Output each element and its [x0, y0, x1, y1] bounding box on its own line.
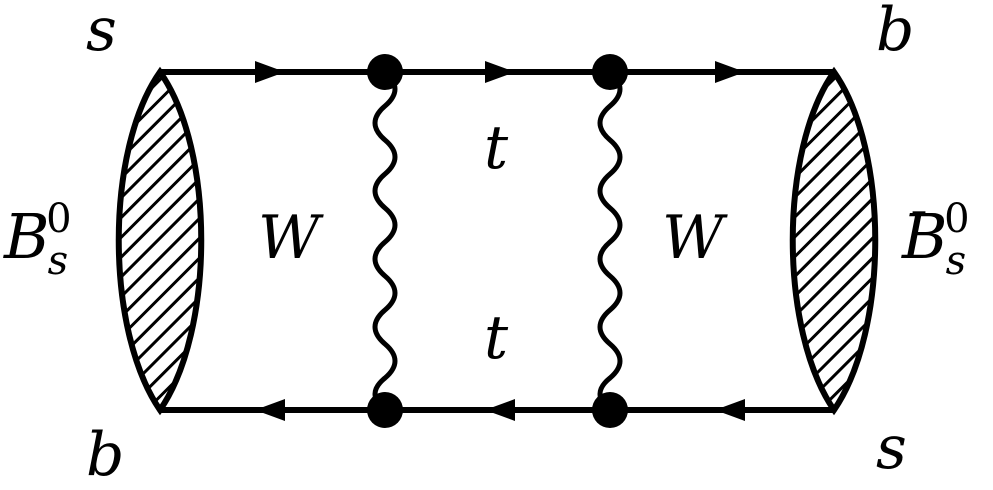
- vertex-bottom-right: [592, 392, 628, 428]
- quark-label-top-right: b: [876, 0, 915, 65]
- quark-label-bottom-right: s: [876, 413, 907, 483]
- meson-label-right: ¯Bs0: [902, 199, 993, 281]
- arrow-bottom-left: [255, 399, 285, 421]
- meson-right-sup: 0: [944, 196, 970, 242]
- right-meson-blob: [789, 66, 879, 416]
- meson-right-bar: ¯: [908, 204, 930, 255]
- boson-label-left: W: [258, 203, 320, 273]
- vertex-top-right: [592, 54, 628, 90]
- left-w-boson-line: [372, 70, 398, 412]
- right-w-boson-line: [597, 70, 623, 412]
- meson-right-base: B: [902, 200, 948, 273]
- arrow-bottom-right: [715, 399, 745, 421]
- meson-right-sub: s: [945, 238, 967, 284]
- quark-label-bottom-left: b: [86, 420, 125, 490]
- quark-label-top-left: s: [86, 0, 117, 65]
- arrow-top-left: [255, 61, 285, 83]
- internal-label-bottom: t: [484, 303, 509, 373]
- vertex-top-left: [367, 54, 403, 90]
- vertex-bottom-left: [367, 392, 403, 428]
- arrow-top-middle: [485, 61, 515, 83]
- boson-label-right: W: [662, 203, 724, 273]
- meson-left-sub: s: [47, 238, 69, 284]
- meson-left-sup: 0: [46, 196, 72, 242]
- meson-label-left: Bs0: [4, 199, 96, 281]
- left-meson-blob: [115, 66, 205, 416]
- internal-label-top: t: [484, 113, 509, 183]
- arrow-bottom-middle: [485, 399, 515, 421]
- meson-left-base: B: [4, 200, 50, 273]
- arrow-top-right: [715, 61, 745, 83]
